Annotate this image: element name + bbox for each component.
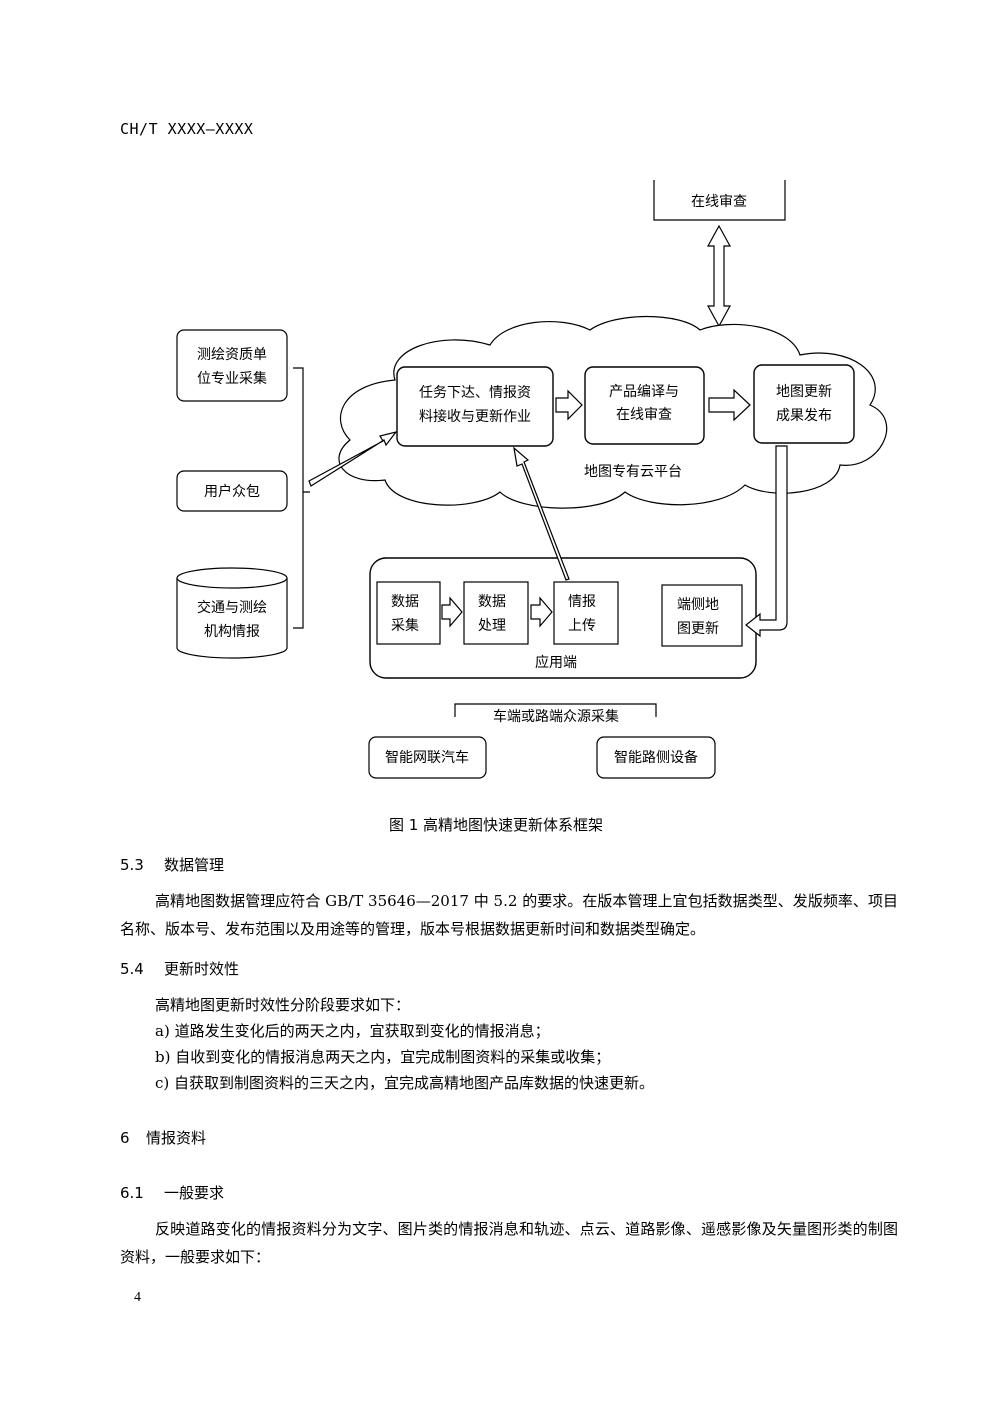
- section-5-4-intro: 高精地图更新时效性分阶段要求如下：: [155, 996, 411, 1014]
- block-arrow-icon: [708, 388, 751, 422]
- crowd-collect-label: 车端或路端众源采集: [493, 708, 619, 725]
- section-5-4-heading: 5.4 更新时效性: [120, 958, 239, 979]
- report-upload-line2: 上传: [568, 618, 596, 634]
- block-arrow-icon: [530, 596, 553, 628]
- diagonal-arrow-icon: [308, 430, 398, 487]
- update-framework-diagram: 在线审查 地图专有云平台 任务下达、情报资 料接收与更新作业 产品编译与 在线审…: [176, 180, 888, 779]
- product-compile-box: [584, 366, 705, 445]
- product-compile-line2: 在线审查: [616, 407, 672, 423]
- traffic-agency-line1: 交通与测绘: [197, 599, 267, 616]
- data-collect-line2: 采集: [391, 617, 419, 634]
- section-number: 6.1: [120, 1184, 144, 1202]
- roadside-device-label: 智能路侧设备: [614, 749, 698, 766]
- data-collect-line1: 数据: [391, 594, 419, 610]
- section-5-3-heading: 5.3 数据管理: [120, 854, 224, 875]
- task-receive-line2: 料接收与更新作业: [419, 408, 531, 425]
- data-collect-box: [376, 581, 441, 645]
- surveying-unit-line1: 测绘资质单: [197, 347, 267, 363]
- map-release-line2: 成果发布: [776, 408, 832, 424]
- crowdsourcing-box: [176, 470, 288, 512]
- data-process-box: [463, 581, 529, 645]
- section-6-1-heading: 6.1 一般要求: [120, 1182, 224, 1203]
- section-6-1-text: 反映道路变化的情报资料分为文字、图片类的情报消息和轨迹、点云、道路影像、遥感影像…: [120, 1220, 898, 1266]
- list-item: b) 自收到变化的情报消息两天之内，宜完成制图资料的采集或收集；: [155, 1048, 611, 1066]
- figure-caption: 图 1 高精地图快速更新体系框架: [388, 816, 604, 834]
- traffic-agency-line2: 机构情报: [204, 624, 260, 640]
- task-receive-box: [396, 366, 554, 447]
- online-review-box: [653, 180, 786, 221]
- crowdsourcing-label: 用户众包: [204, 483, 260, 500]
- section-6-heading: 6 情报资料: [120, 1127, 206, 1148]
- cloud-platform-label: 地图专有云平台: [584, 464, 682, 480]
- roadside-device-box: [596, 736, 716, 779]
- upload-arrow-icon: [513, 446, 570, 581]
- data-process-line2: 处理: [478, 618, 506, 634]
- app-end-label: 应用端: [535, 654, 577, 671]
- bent-arrow-icon: [745, 445, 788, 638]
- task-receive-line1: 任务下达、情报资: [419, 385, 531, 401]
- online-review-label: 在线审查: [691, 194, 747, 210]
- section-title: 更新时效性: [164, 960, 240, 978]
- report-upload-line1: 情报: [568, 594, 596, 610]
- standard-code-header: CH/T XXXX—XXXX: [120, 120, 254, 138]
- map-update-line2: 图更新: [677, 621, 719, 637]
- traffic-agency-cylinder: [176, 567, 288, 659]
- map-release-box: [753, 364, 855, 444]
- crowd-brace: [454, 703, 657, 717]
- section-title: 情报资料: [146, 1129, 207, 1147]
- section-title: 数据管理: [164, 856, 225, 874]
- map-release-line1: 地图更新: [776, 384, 832, 400]
- data-process-line1: 数据: [478, 594, 506, 610]
- page-number: 4: [134, 1290, 141, 1305]
- section-number: 5.3: [120, 856, 144, 874]
- section-5-3-text: 高精地图数据管理应符合 GB/T 35646—2017 中 5.2 的要求。在版…: [120, 892, 898, 938]
- list-item: a) 道路发生变化后的两天之内，宜获取到变化的情报消息；: [155, 1022, 550, 1040]
- connected-vehicle-box: [368, 736, 487, 779]
- list-item: c) 自获取到制图资料的三天之内，宜完成高精地图产品库数据的快速更新。: [155, 1074, 655, 1092]
- section-number: 5.4: [120, 960, 144, 978]
- double-arrow-icon: [706, 224, 732, 328]
- block-arrow-icon: [555, 389, 583, 421]
- section-number: 6: [120, 1129, 130, 1147]
- map-update-line1: 端侧地: [677, 597, 719, 613]
- block-arrow-icon: [441, 596, 463, 628]
- report-upload-box: [553, 581, 619, 645]
- map-update-box: [661, 584, 743, 647]
- surveying-unit-line2: 位专业采集: [197, 370, 267, 387]
- connected-vehicle-label: 智能网联汽车: [385, 749, 469, 766]
- sources-brace: [293, 367, 310, 629]
- product-compile-line1: 产品编译与: [609, 384, 679, 400]
- section-title: 一般要求: [164, 1184, 225, 1202]
- surveying-unit-box: [176, 329, 288, 402]
